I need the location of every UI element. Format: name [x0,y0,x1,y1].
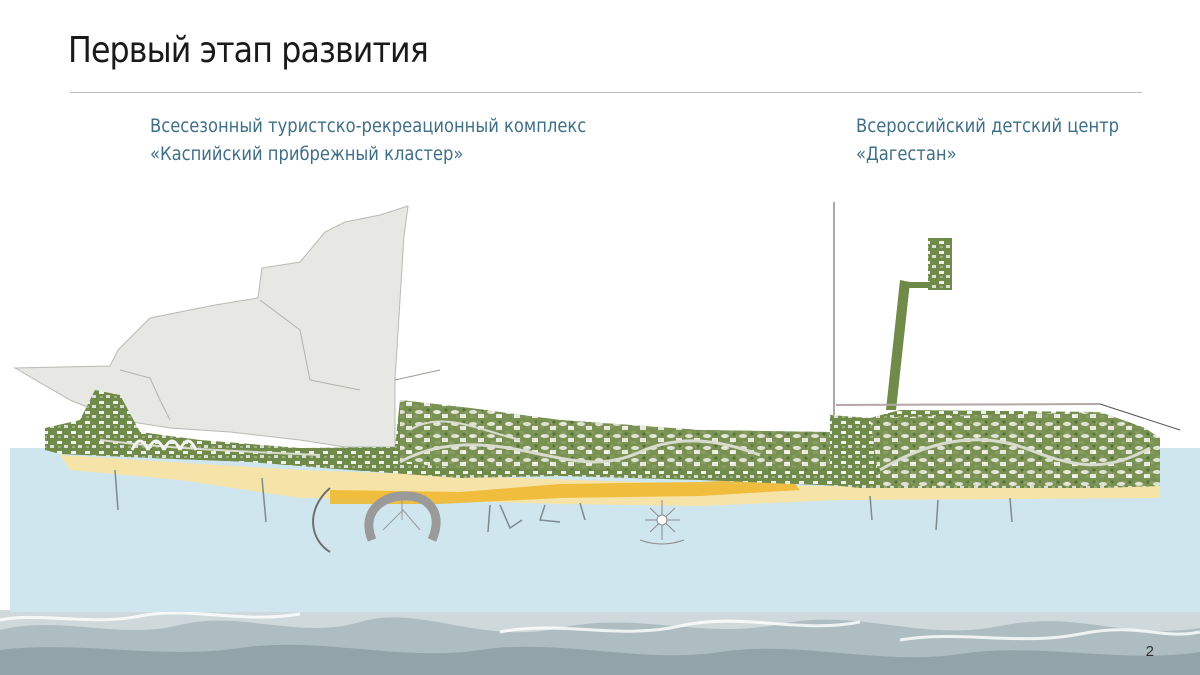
ring-marina [364,491,441,542]
caption-children-center: Всероссийский детский центр «Дагестан» [856,112,1119,168]
crescent-harbour [312,487,331,553]
caption-children-center-line2: «Дагестан» [856,143,957,165]
piers [114,469,1013,533]
caption-children-center-line1: Всероссийский детский центр [856,115,1120,137]
slide-title: Первый этап развития [68,30,429,71]
arched-buildings [130,439,198,451]
caption-caspian-cluster-line1: Всесезонный туристско-рекреационный комп… [150,115,587,137]
title-divider [70,92,1142,93]
master-plan-map [0,202,1200,675]
beach-orange-zone [330,478,800,504]
access-road [886,280,910,410]
page-number: 2 [1145,643,1154,660]
star-island [639,500,685,545]
caption-caspian-cluster-line2: «Каспийский прибрежный кластер» [150,143,464,165]
caption-caspian-cluster: Всесезонный туристско-рекреационный комп… [150,112,586,168]
vacant-land-area [13,205,409,448]
northern-camp-block [928,238,952,290]
